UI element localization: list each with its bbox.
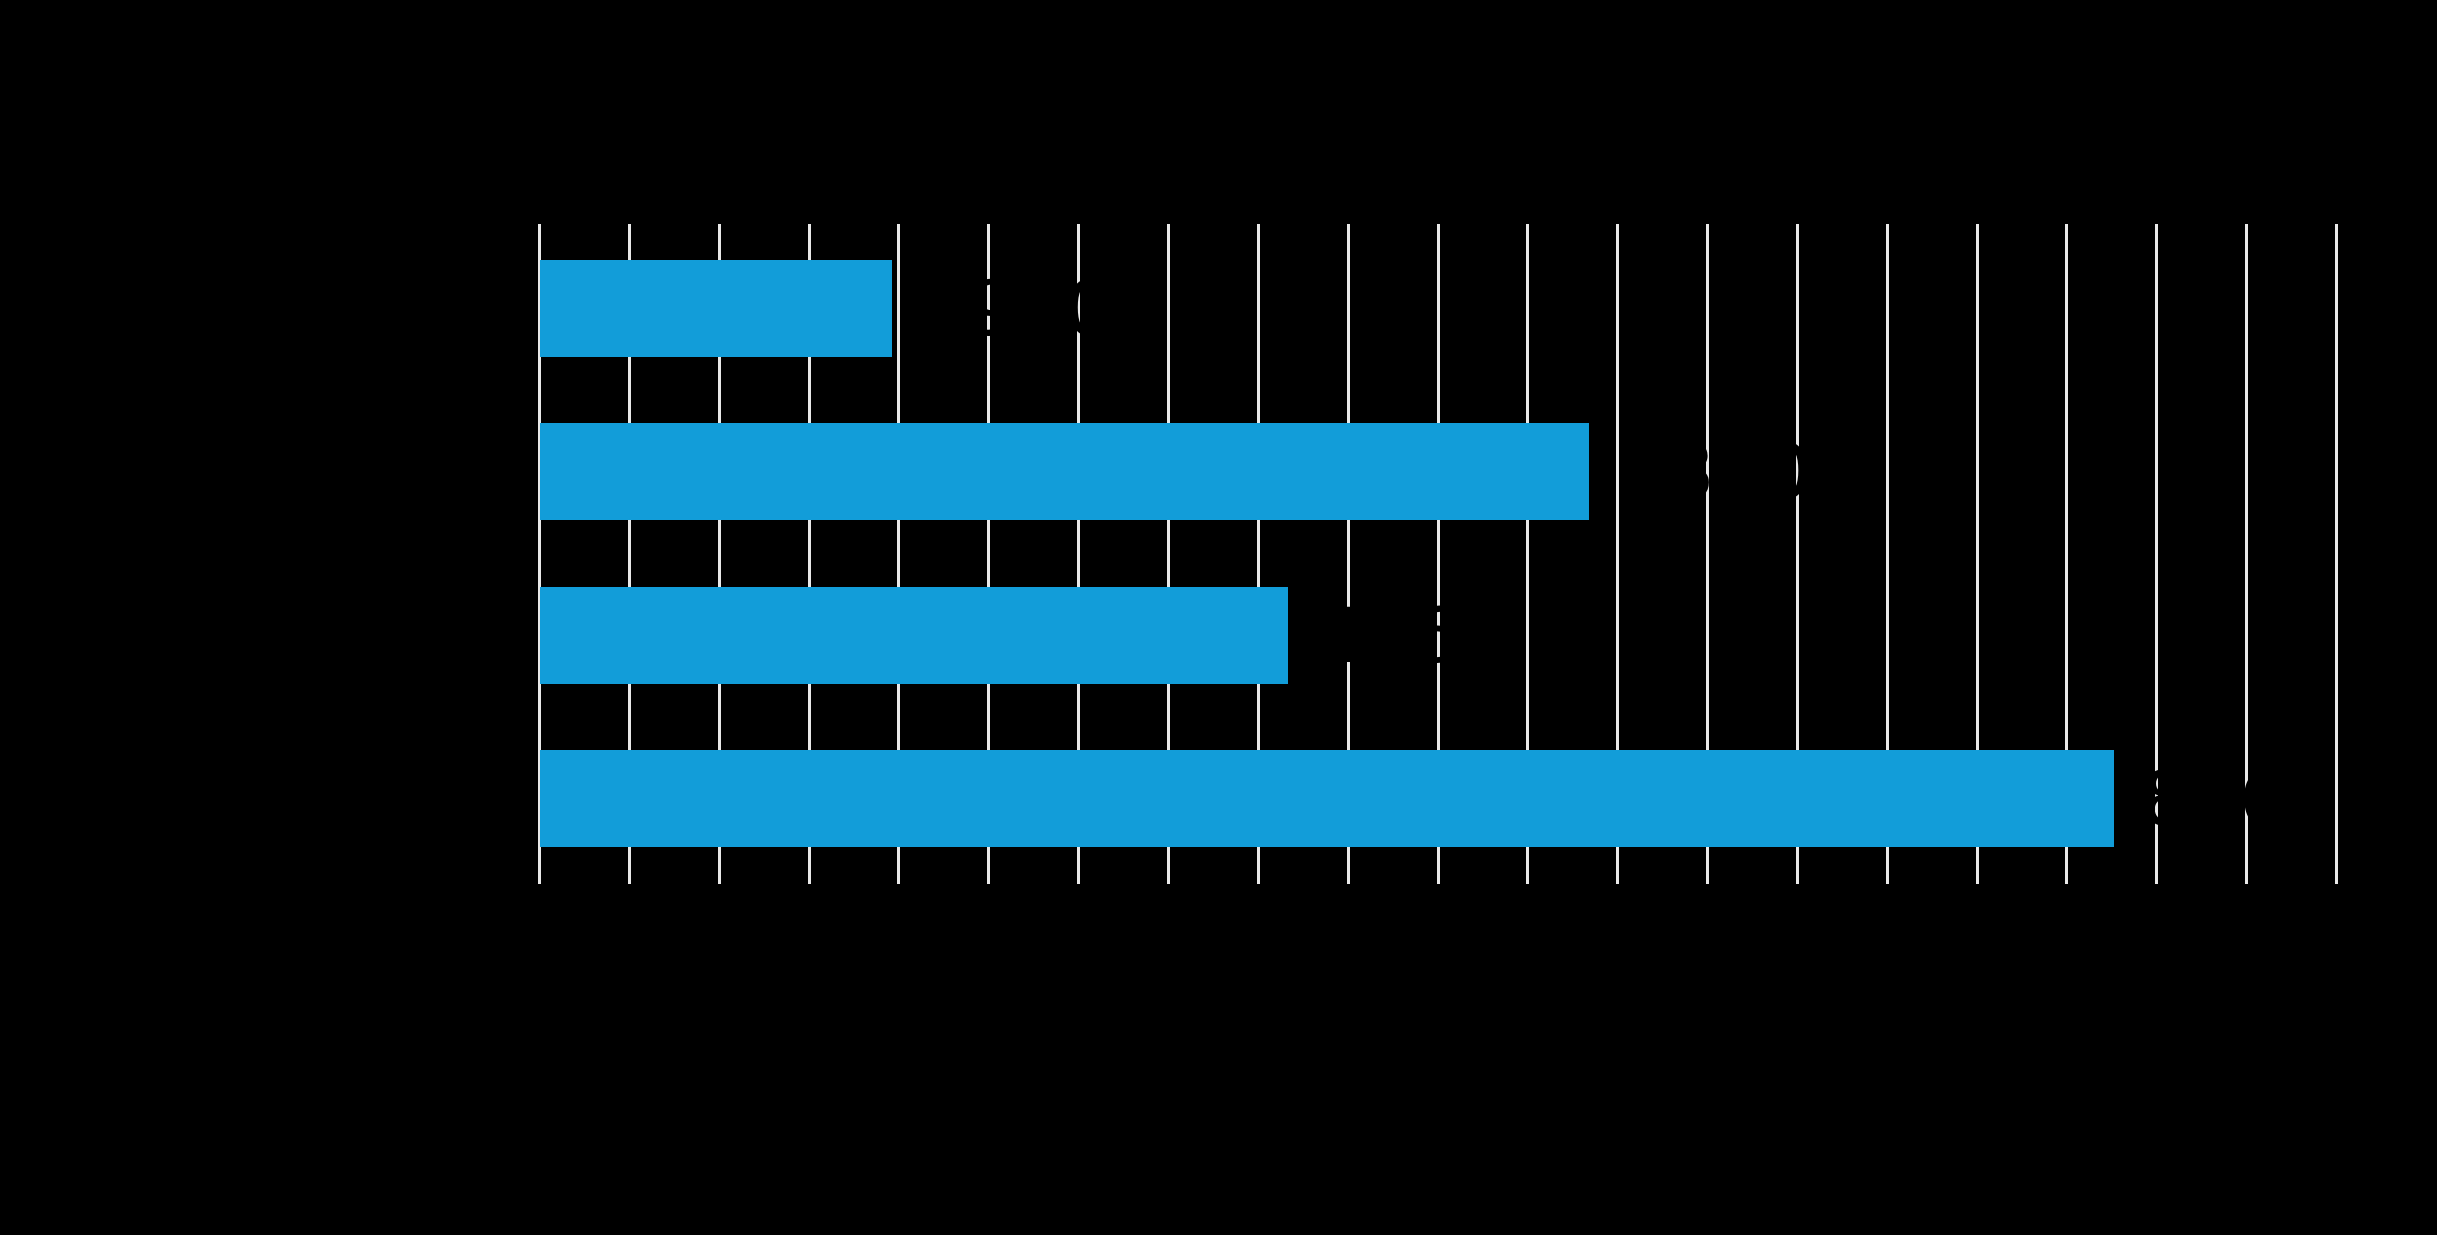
- bar-value-label: 8760: [2142, 754, 2336, 843]
- x-gridline: [1166, 224, 1170, 884]
- x-gridline: [2245, 224, 2249, 884]
- x-gridline: [1436, 224, 1440, 884]
- x-gridline: [1616, 224, 1620, 884]
- x-gridline: [2335, 224, 2338, 884]
- bar-value-label: 1960: [920, 264, 1114, 353]
- x-gridline: [1256, 224, 1260, 884]
- x-gridline: [2155, 224, 2159, 884]
- x-gridline: [717, 224, 721, 884]
- x-gridline: [1885, 224, 1889, 884]
- x-gridline: [1795, 224, 1799, 884]
- x-gridline: [807, 224, 811, 884]
- x-gridline: [1077, 224, 1081, 884]
- x-gridline: [987, 224, 991, 884]
- x-gridline: [627, 224, 631, 884]
- x-gridline: [1526, 224, 1530, 884]
- bar: [540, 423, 1590, 520]
- x-gridline: [1706, 224, 1710, 884]
- bar: [540, 586, 1288, 684]
- bar-value-label: 5840: [1617, 427, 1811, 516]
- x-gridline: [538, 224, 541, 884]
- x-gridline: [897, 224, 901, 884]
- plot-area: 1960 5840 4160 8760: [538, 224, 2338, 884]
- bar: [540, 260, 893, 357]
- x-gridline: [2065, 224, 2069, 884]
- bar-value-label: 4160: [1315, 590, 1509, 680]
- x-gridline: [1975, 224, 1979, 884]
- x-gridline: [1346, 224, 1350, 884]
- bar: [540, 750, 2115, 847]
